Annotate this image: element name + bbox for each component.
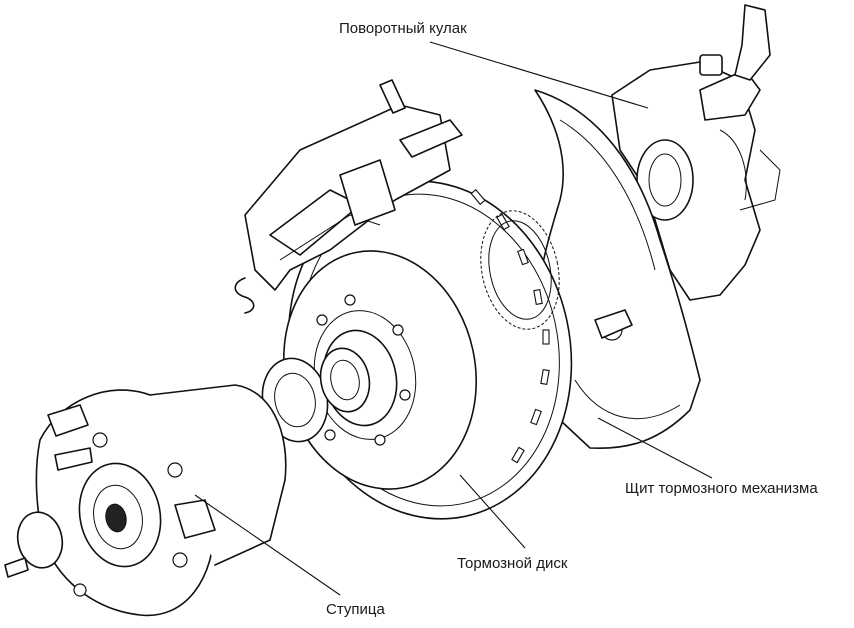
- leader-lines: [194, 41, 713, 596]
- brake-shield: [534, 89, 701, 450]
- wheel-hub: [4, 384, 287, 617]
- bearing-assembly: [261, 347, 371, 443]
- leader-hub: [194, 494, 341, 596]
- label-brake-disc: Тормозной диск: [457, 555, 568, 572]
- brake-disc: [282, 180, 573, 520]
- brake-caliper: [234, 79, 463, 314]
- steering-knuckle: [611, 4, 781, 301]
- label-brake-shield: Щит тормозного механизма: [625, 480, 818, 497]
- leader-knuckle: [429, 41, 649, 109]
- label-steering-knuckle: Поворотный кулак: [339, 20, 467, 37]
- label-hub: Ступица: [326, 601, 385, 618]
- leader-disc: [459, 474, 526, 549]
- leader-shield: [597, 417, 713, 479]
